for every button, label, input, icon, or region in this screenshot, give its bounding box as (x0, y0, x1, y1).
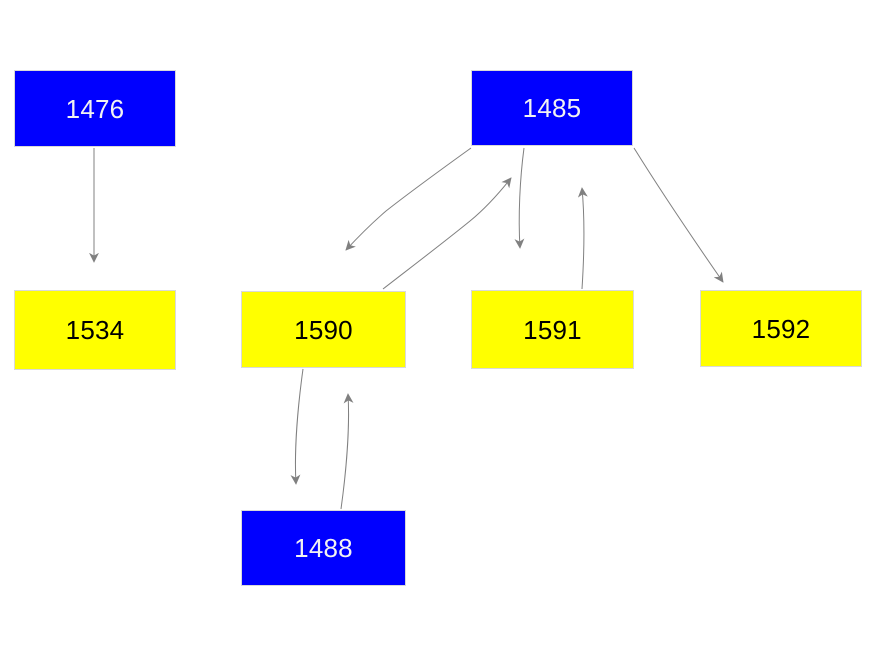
edge-1485-to-1592[interactable] (633, 147, 724, 283)
node-1488[interactable]: 1488 (241, 510, 406, 586)
node-label: 1590 (294, 314, 353, 345)
node-label: 1485 (522, 93, 582, 123)
node-1534[interactable]: 1534 (14, 290, 176, 370)
edge-1591-to-1485[interactable] (577, 187, 588, 290)
node-label: 1534 (65, 315, 125, 345)
node-1591[interactable]: 1591 (471, 290, 634, 369)
node-1592[interactable]: 1592 (700, 290, 862, 367)
node-1485[interactable]: 1485 (471, 70, 633, 146)
node-label: 1591 (523, 314, 582, 345)
edge-1488-to-1590[interactable] (340, 393, 354, 510)
edge-1485-to-1591[interactable] (514, 147, 525, 249)
node-1476[interactable]: 1476 (14, 70, 176, 147)
node-label: 1488 (294, 533, 353, 563)
edge-1590-to-1485[interactable] (382, 177, 512, 290)
edge-1485-to-1590[interactable] (345, 147, 472, 251)
node-label: 1476 (65, 93, 125, 124)
node-label: 1592 (751, 313, 811, 344)
node-1590[interactable]: 1590 (241, 291, 406, 368)
edge-1590-to-1488[interactable] (290, 368, 304, 485)
